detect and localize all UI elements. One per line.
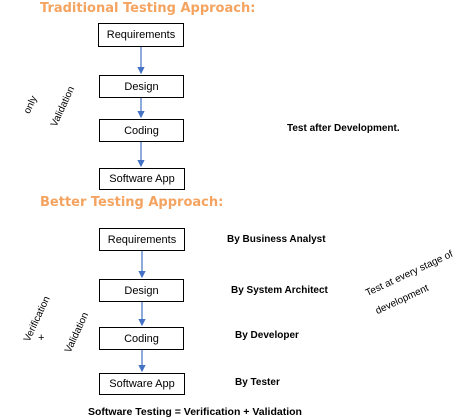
traditional-heading: Traditional Testing Approach:: [40, 1, 256, 16]
role-developer: By Developer: [235, 330, 299, 341]
role-tester: By Tester: [235, 377, 280, 388]
better-software-app-box: Software App: [99, 373, 185, 395]
better-side-label-plus: +: [38, 332, 45, 344]
traditional-requirements-box: Requirements: [98, 23, 184, 47]
better-design-box: Design: [99, 279, 184, 302]
footer-equation: Software Testing = Verification + Valida…: [88, 406, 302, 418]
traditional-design-box: Design: [99, 75, 184, 98]
traditional-software-app-box: Software App: [99, 168, 185, 190]
traditional-coding-box: Coding: [99, 119, 184, 142]
better-heading: Better Testing Approach:: [40, 195, 224, 210]
better-coding-box: Coding: [99, 327, 184, 350]
role-system-architect: By System Architect: [231, 285, 328, 296]
better-requirements-box: Requirements: [99, 228, 185, 251]
traditional-note: Test after Development.: [287, 123, 400, 134]
role-business-analyst: By Business Analyst: [227, 234, 326, 245]
